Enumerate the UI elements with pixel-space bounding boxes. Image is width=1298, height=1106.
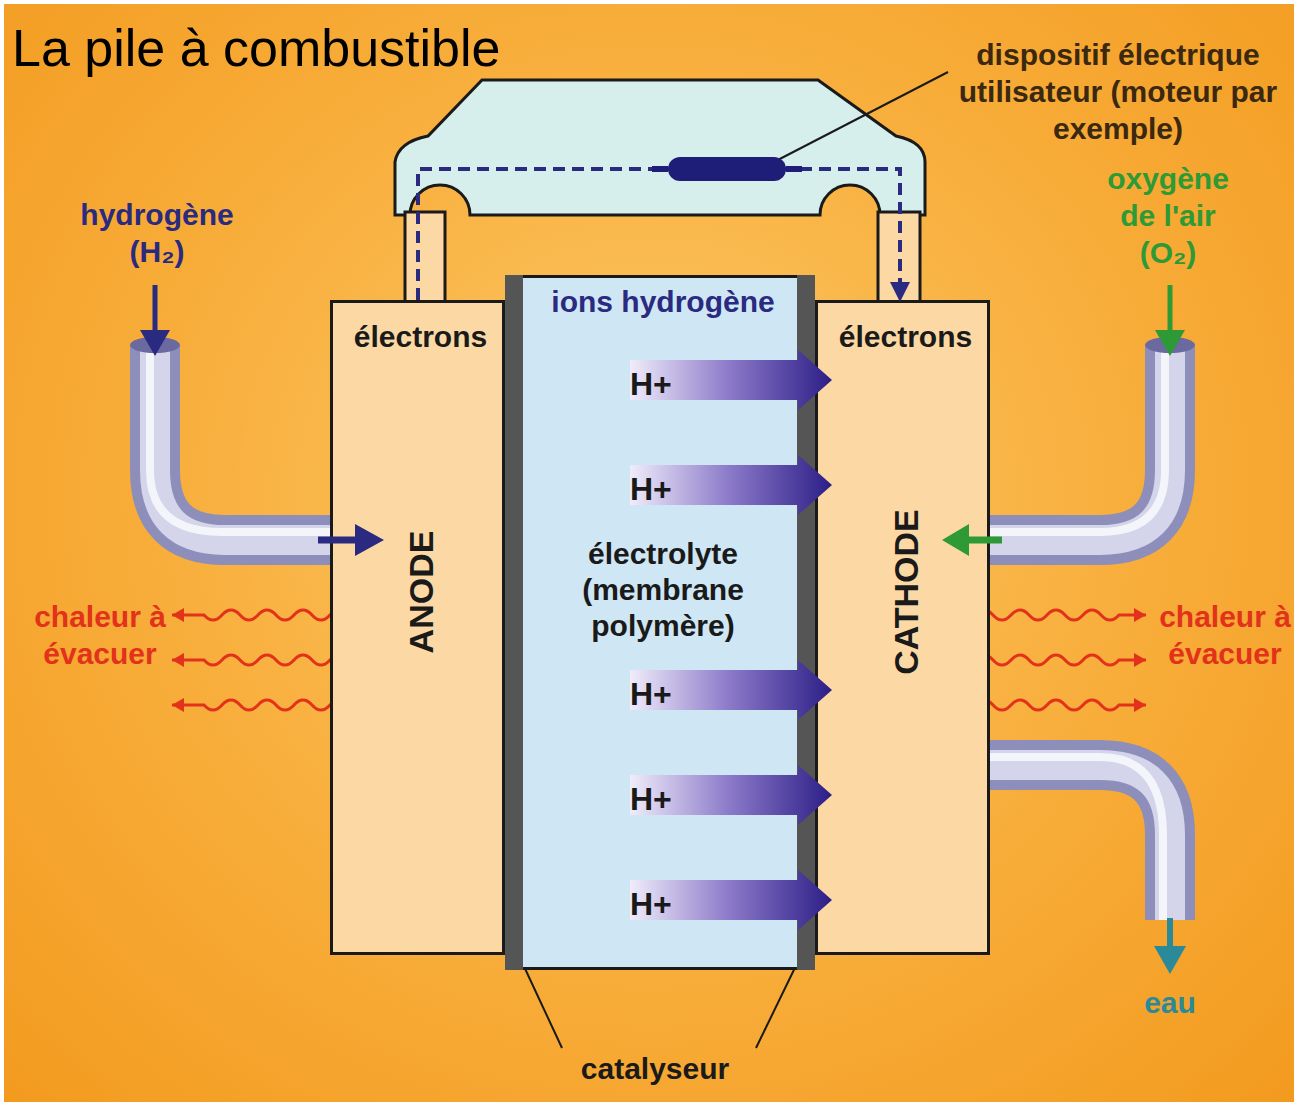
ion-symbol: H+ (630, 884, 672, 924)
ion-symbol: H+ (630, 364, 672, 404)
heat-arrowhead (1134, 608, 1146, 622)
heat-arrowhead (1134, 653, 1146, 667)
node-text: ions hydrogène (533, 284, 793, 320)
heat-wave (172, 700, 348, 710)
housing-neck (878, 212, 920, 304)
ion-arrow (630, 350, 832, 410)
heat-wave (172, 610, 348, 620)
pipe-end (1145, 337, 1195, 353)
housing-neck (405, 212, 445, 304)
ion-symbol: H+ (630, 779, 672, 819)
node-text: électrolyte (membrane polymère) (548, 536, 778, 644)
catalyst-layer (797, 275, 815, 970)
electrode-name: ANODE (400, 505, 442, 680)
ion-arrow (630, 455, 832, 515)
heat-arrowhead (1134, 698, 1146, 712)
pipe-end (130, 337, 180, 353)
heat-wave (975, 610, 1146, 620)
electron-wire (418, 169, 900, 300)
diagram-title: La pile à combustible (12, 18, 501, 78)
heat-arrowhead (172, 698, 184, 712)
ion-symbol: H+ (630, 674, 672, 714)
heat-wave (975, 700, 1146, 710)
heat-wave (172, 655, 348, 665)
car-body (395, 80, 925, 215)
heat-arrowhead (172, 653, 184, 667)
annotation-label: chaleur à évacuer (30, 598, 170, 672)
annotation-label: chaleur à évacuer (1155, 598, 1295, 672)
ion-arrow (630, 660, 832, 720)
motor-symbol (668, 157, 786, 181)
annotation-label: catalyseur (540, 1050, 770, 1087)
annotation-label: hydrogène (H₂) (57, 196, 257, 270)
electrode-compartment: électronsCATHODE (815, 300, 990, 955)
ion-arrow (630, 870, 832, 930)
electrode-compartment: électronsANODE (330, 300, 505, 955)
electrode-name: CATHODE (885, 505, 927, 680)
flow-arrows (140, 285, 1186, 974)
ion-arrow (630, 765, 832, 825)
heat-wave (975, 655, 1146, 665)
heat-arrowhead (172, 608, 184, 622)
catalyst-layer (505, 275, 523, 970)
annotation-label: dispositif électrique utilisateur (moteu… (944, 36, 1292, 147)
annotation-label: oxygène de l'air (O₂) (1088, 160, 1248, 271)
motor-symbol (652, 166, 802, 172)
ion-symbol: H+ (630, 469, 672, 509)
node-text: électrons (818, 319, 993, 355)
electrolyte-membrane: ions hydrogèneH+ H+ électrolyte (membrane … (505, 275, 815, 970)
annotation-label: eau (1110, 984, 1230, 1021)
ion-arrows (630, 350, 832, 930)
leader-line (772, 72, 948, 163)
node-text: électrons (333, 319, 508, 355)
